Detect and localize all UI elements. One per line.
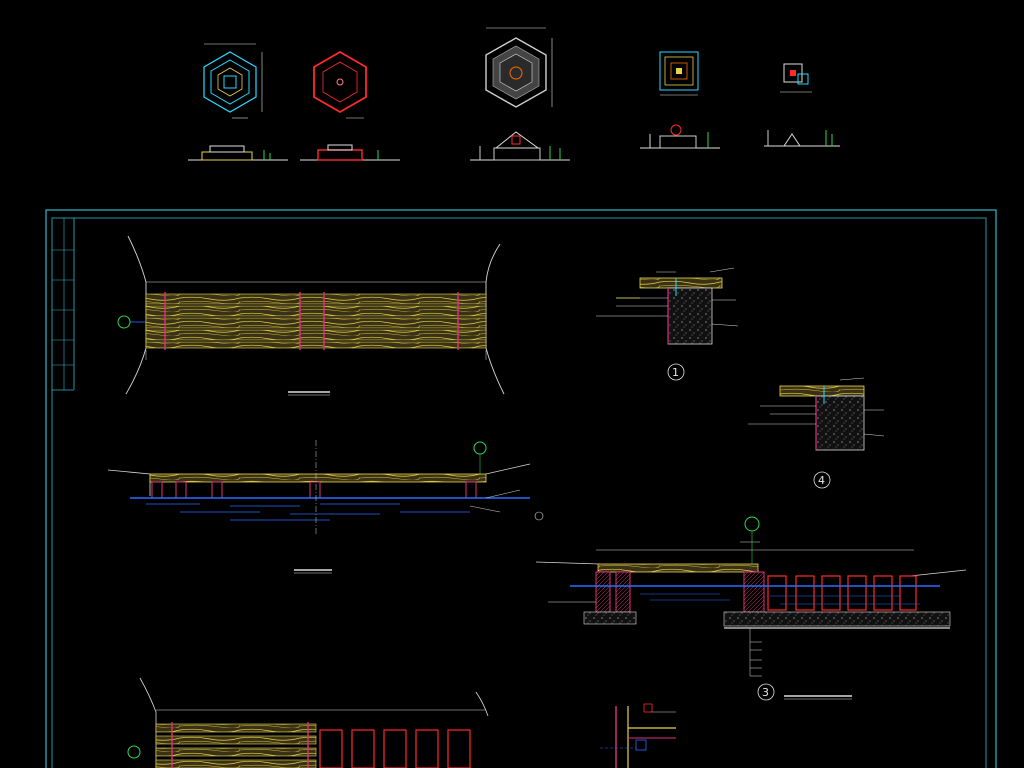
elevation-1 bbox=[188, 145, 288, 161]
hex-pavilion-plan-gray bbox=[485, 27, 553, 108]
corner-detail bbox=[600, 703, 676, 768]
detail-1-number: 1 bbox=[672, 366, 679, 379]
detail-3-number: 3 bbox=[762, 686, 769, 699]
detail-4-section: 4 bbox=[748, 377, 885, 489]
elevation-2 bbox=[300, 144, 400, 161]
elevation-4 bbox=[640, 124, 720, 149]
drawing-frame bbox=[45, 209, 997, 768]
elevation-5 bbox=[764, 130, 840, 147]
bridge-plan-lower bbox=[127, 677, 489, 768]
detail-4-number: 4 bbox=[818, 474, 825, 487]
hex-pavilion-plan-cyan bbox=[203, 43, 263, 119]
square-pavilion-plan bbox=[659, 51, 699, 96]
hex-pavilion-plan-red bbox=[313, 50, 367, 119]
bridge-plan bbox=[117, 235, 505, 396]
bridge-elevation bbox=[107, 440, 544, 574]
detail-1-section: 1 bbox=[596, 267, 739, 381]
detail-3-section: 3 bbox=[535, 516, 967, 701]
elevation-3 bbox=[470, 131, 570, 161]
small-square-plan bbox=[780, 63, 812, 93]
